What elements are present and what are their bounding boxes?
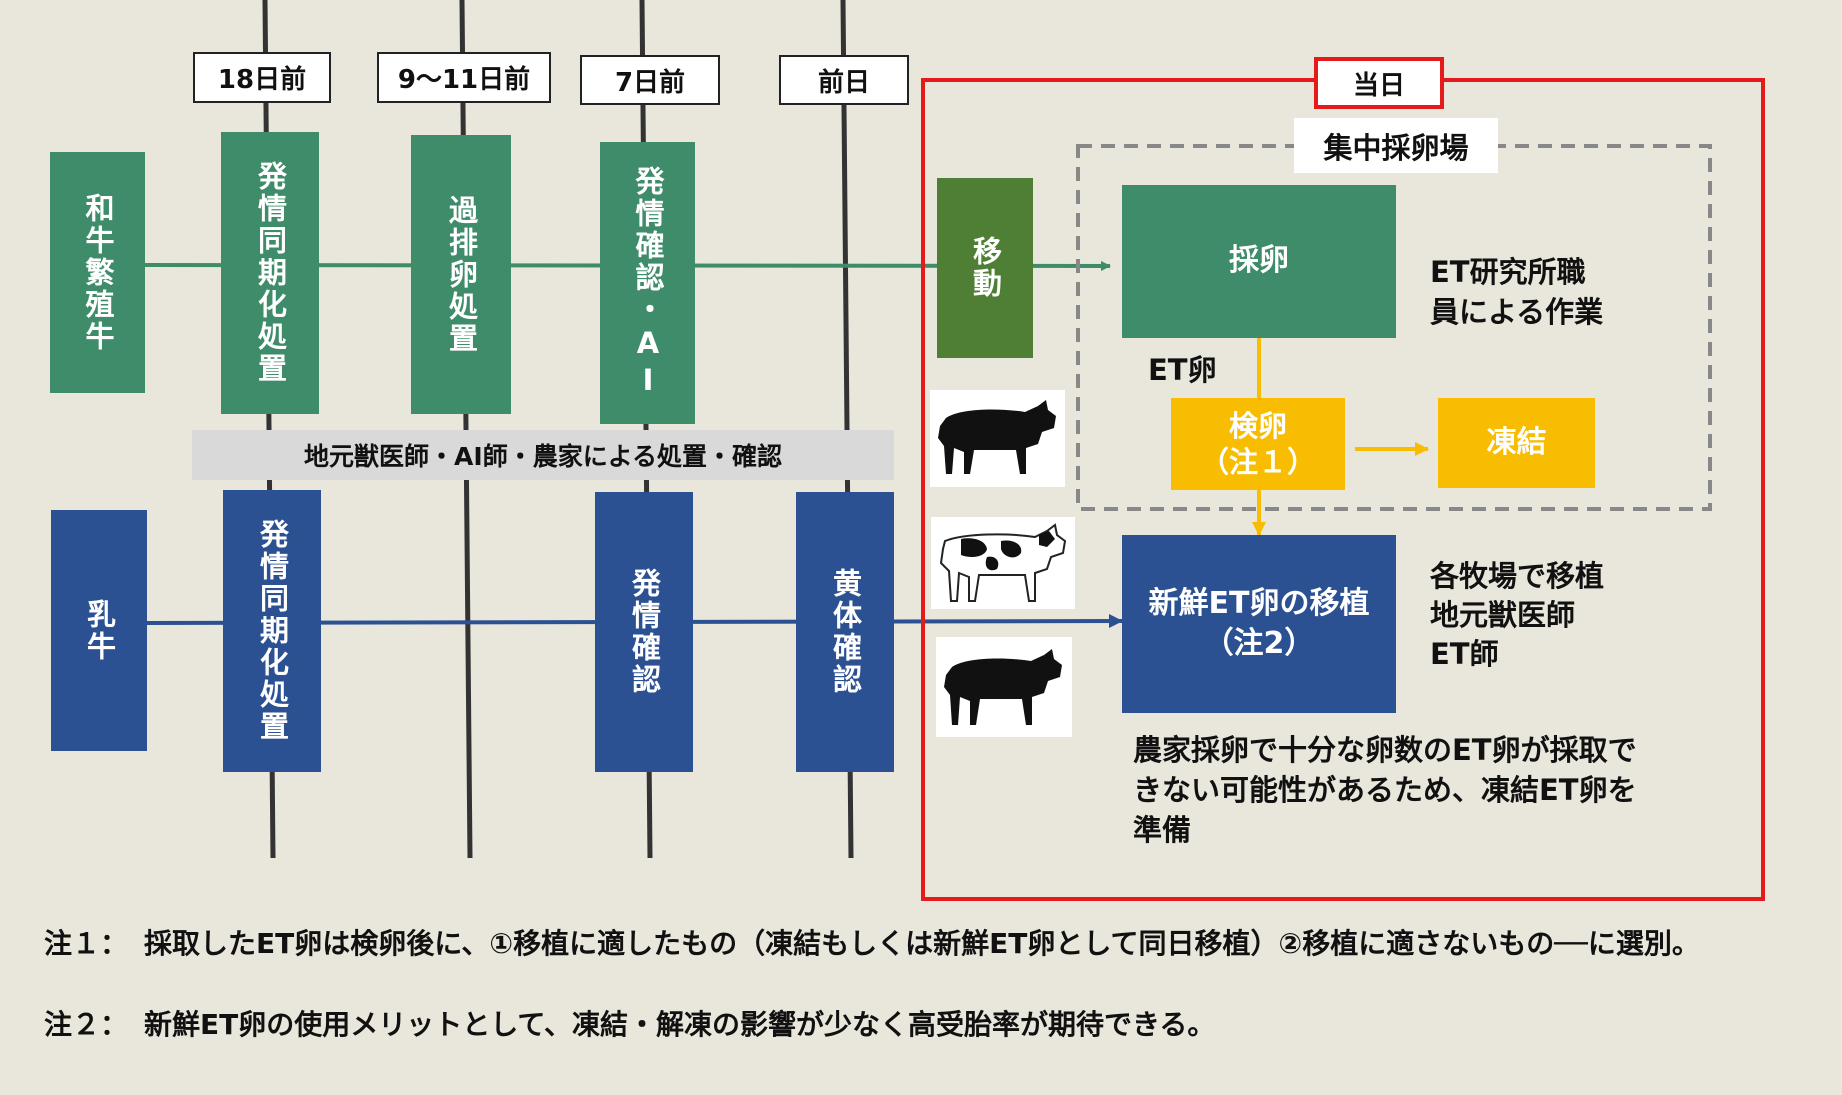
egg-inspection-box: 検卵 （注１） xyxy=(1171,398,1345,490)
et-egg-label: ET卵 xyxy=(1148,353,1217,387)
transplant-actor-et: ET師 xyxy=(1430,636,1499,671)
remark-line2: きない可能性があるため、凍結ET卵を xyxy=(1133,773,1637,808)
collection-center-title: 集中採卵場 xyxy=(1294,118,1498,173)
egg-inspection-label: 検卵 xyxy=(1228,408,1287,443)
wagyu-sync-box: 発情同期化処置 xyxy=(221,132,319,414)
egg-collection-box: 採卵 xyxy=(1122,185,1396,338)
note-1-head: 注１： xyxy=(44,927,129,960)
dairy-source-box: 乳牛 xyxy=(51,510,147,751)
wagyu-estrus-ai-box: 発情確認・AI xyxy=(600,142,695,424)
wagyu-source-box: 和牛繁殖牛 xyxy=(50,152,145,393)
remark-line3: 準備 xyxy=(1133,813,1192,848)
note-1-body: 採取したET卵は検卵後に、①移植に適したもの（凍結もしくは新鮮ET卵として同日移… xyxy=(144,927,1700,960)
black-cow-icon xyxy=(930,390,1065,487)
wagyu-superovulation-box: 過排卵処置 xyxy=(411,135,511,414)
frozen-egg-remark: 農家採卵で十分な卵数のET卵が採取で きない可能性があるため、凍結ET卵を 準備 xyxy=(1133,730,1753,850)
note-2-body: 新鮮ET卵の使用メリットとして、凍結・解凍の影響が少なく高受胎率が期待できる。 xyxy=(144,1008,1216,1041)
holstein-cow-icon xyxy=(931,517,1075,609)
note-2: 注２： 新鮮ET卵の使用メリットとして、凍結・解凍の影響が少なく高受胎率が期待で… xyxy=(44,1006,1834,1044)
fresh-transplant-box: 新鮮ET卵の移植 （注2） xyxy=(1122,535,1396,713)
note-1: 注１： 採取したET卵は検卵後に、①移植に適したもの（凍結もしくは新鮮ET卵とし… xyxy=(44,925,1842,963)
transplant-actors: 各牧場で移植 地元獣医師 ET師 xyxy=(1430,557,1750,674)
label-18-days-before: 18日前 xyxy=(193,52,331,103)
remark-line1: 農家採卵で十分な卵数のET卵が採取で xyxy=(1133,733,1637,767)
note-2-head: 注２： xyxy=(44,1008,129,1041)
local-staff-band: 地元獣医師・AI師・農家による処置・確認 xyxy=(192,430,894,480)
move-box: 移動 xyxy=(937,178,1033,358)
staff-note-line1: ET研究所職 xyxy=(1430,255,1586,289)
transplant-actor-farm: 各牧場で移植 xyxy=(1430,559,1605,593)
staff-note-line2: 員による作業 xyxy=(1430,295,1604,330)
dairy-sync-box: 発情同期化処置 xyxy=(223,490,321,772)
label-previous-day: 前日 xyxy=(779,55,909,105)
freeze-box: 凍結 xyxy=(1438,398,1595,488)
black-cow-icon xyxy=(936,637,1072,737)
fresh-transplant-label: 新鮮ET卵の移植 xyxy=(1148,585,1370,621)
fresh-transplant-note: （注2） xyxy=(1203,626,1315,661)
dairy-corpus-luteum-box: 黄体確認 xyxy=(796,492,894,772)
egg-inspection-note: （注１） xyxy=(1199,445,1316,479)
label-9-11-days-before: 9〜11日前 xyxy=(377,52,551,103)
collection-center-frame xyxy=(1076,144,1712,511)
transplant-actor-vet: 地元獣医師 xyxy=(1430,597,1576,632)
timeline-9-11 xyxy=(459,0,473,859)
staff-note: ET研究所職 員による作業 xyxy=(1430,252,1730,332)
dairy-estrus-box: 発情確認 xyxy=(595,492,693,772)
label-today: 当日 xyxy=(1314,57,1444,109)
label-7-days-before: 7日前 xyxy=(580,55,720,105)
